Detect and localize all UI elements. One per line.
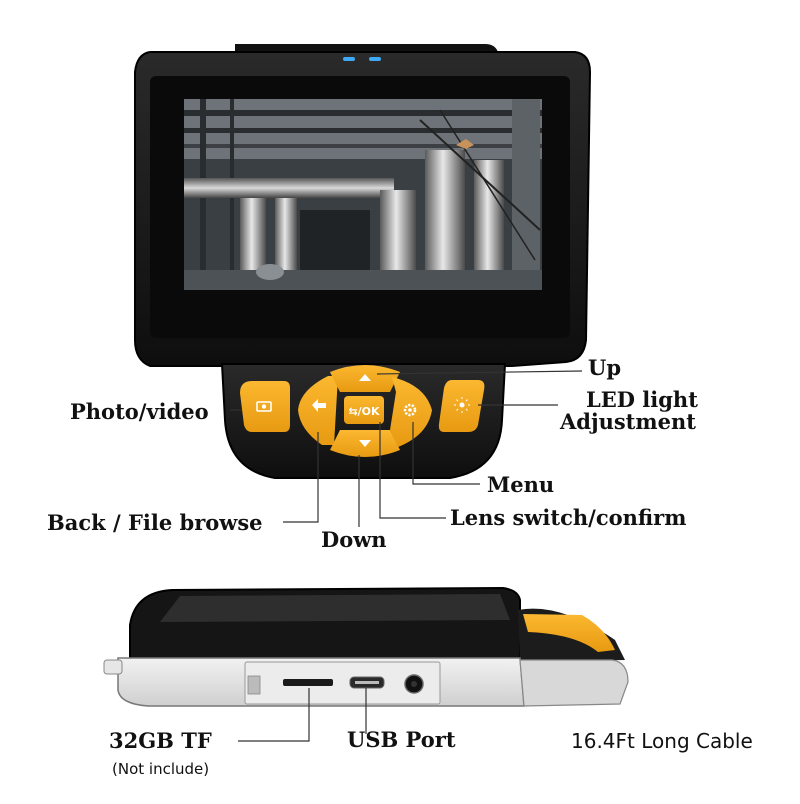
side-button-edge (523, 614, 615, 652)
up-button[interactable] (330, 365, 400, 392)
back-button[interactable] (298, 376, 338, 445)
label-adjustment: Adjustment (560, 409, 696, 434)
label-tf-card: 32GB TF (109, 728, 212, 753)
leader-lines-bottom (238, 688, 367, 742)
gear-icon (403, 403, 417, 417)
label-usb-port: USB Port (347, 727, 456, 752)
device-side-view (103, 586, 629, 707)
camera-icon (256, 401, 272, 412)
label-photo-video: Photo/video (70, 399, 209, 424)
tf-slot-icon (283, 679, 333, 686)
sun-icon (454, 397, 470, 413)
switch-ok-icon: ⇆/OK (348, 405, 380, 418)
menu-button[interactable] (390, 377, 432, 447)
label-lens-switch-confirm: Lens switch/confirm (450, 505, 687, 530)
screen-camera-image (184, 99, 542, 290)
photo-video-button[interactable] (240, 381, 290, 432)
label-down: Down (321, 527, 387, 552)
label-led-light: LED light (586, 387, 698, 412)
label-tf-note: (Not include) (112, 760, 210, 778)
led-button[interactable] (438, 380, 485, 432)
triangle-down-icon (359, 440, 371, 447)
down-button[interactable] (330, 430, 400, 457)
label-back-file-browse: Back / File browse (47, 510, 263, 535)
back-arrow-icon (312, 399, 326, 412)
triangle-up-icon (359, 374, 371, 381)
leader-lines (230, 370, 583, 527)
label-long-cable: 16.4Ft Long Cable (571, 729, 753, 753)
indicator-light (369, 57, 381, 61)
ok-button[interactable]: ⇆/OK (344, 396, 384, 424)
indicator-light (343, 57, 355, 61)
label-menu: Menu (487, 472, 555, 497)
label-up: Up (588, 355, 621, 380)
